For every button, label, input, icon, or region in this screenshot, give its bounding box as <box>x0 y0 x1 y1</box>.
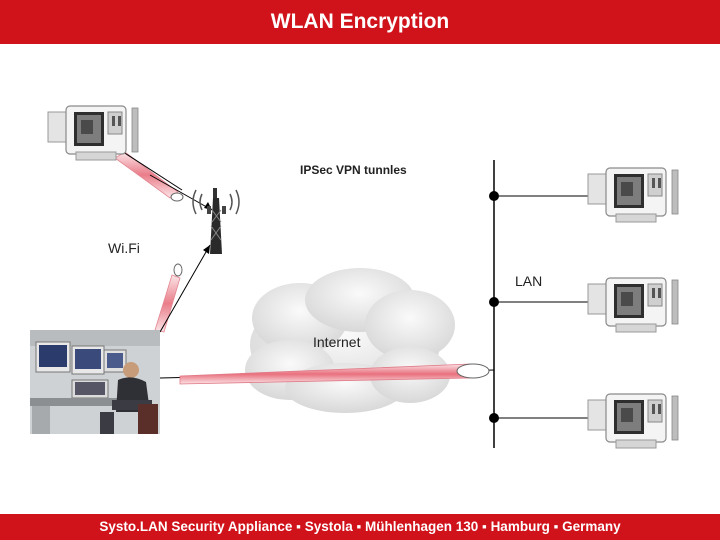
operator-workstation-photo <box>30 330 160 434</box>
lan-backbone <box>489 160 588 448</box>
wifi-label: Wi.Fi <box>108 240 140 256</box>
security-camera-icon <box>587 277 679 333</box>
radio-tower-icon <box>192 188 240 254</box>
lan-label: LAN <box>515 273 543 289</box>
vpn-tunnel-camera-wifi <box>114 149 213 211</box>
vpn-tunnel-workstation-wifi <box>154 244 211 333</box>
slide-footer: Systo.LAN Security Appliance ▪ Systola ▪… <box>0 514 720 540</box>
vpn-tunnel-internet <box>179 363 490 385</box>
security-camera-icon <box>587 167 679 223</box>
slide-title: WLAN Encryption <box>0 0 720 44</box>
security-camera-icon <box>47 105 139 161</box>
security-camera-icon <box>587 393 679 449</box>
ipsec-tunnels-label: IPSec VPN tunnles <box>300 163 407 177</box>
internet-label: Internet <box>313 334 361 350</box>
